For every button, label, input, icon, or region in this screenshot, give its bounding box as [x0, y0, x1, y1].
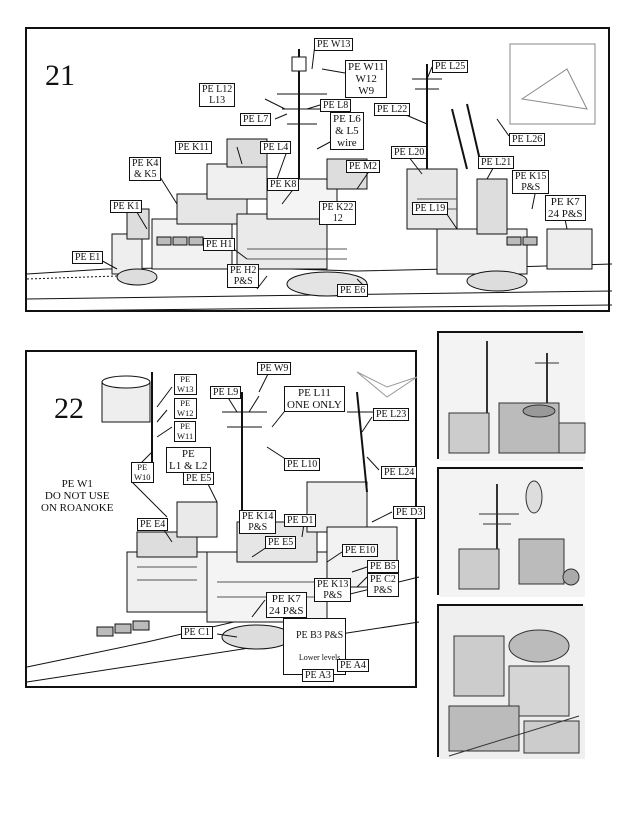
callout-pe-e1: PE E1 [72, 251, 104, 264]
step-number: 22 [54, 392, 84, 425]
callout-pe-l6: PE L6 & L5 wire [330, 112, 364, 150]
callout-pe-l19: PE L19 [412, 202, 449, 215]
callout-pe-k15: PE K15 P&S [512, 170, 550, 194]
photo-2-image [439, 469, 585, 597]
callout-pe-k4: PE K4 & K5 [129, 157, 162, 181]
callout-pe-l24: PE L24 [381, 466, 418, 479]
callout-pe-l10: PE L10 [284, 458, 321, 471]
step-22-ship-drawing [26, 369, 420, 683]
reference-photo-2 [437, 467, 585, 597]
step-number: 21 [45, 59, 75, 92]
callout-pe-l12: PE L12 L13 [199, 83, 236, 107]
callout-pe-k7: PE K7 24 P&S [545, 195, 586, 221]
callout-pe-m2: PE M2 [346, 160, 381, 173]
callout-pe-e5-upper: PE E5 [183, 472, 215, 485]
callout-pe-l8: PE L8 [320, 99, 352, 112]
callout-pe-l7: PE L7 [240, 113, 272, 126]
callout-pe-c2: PE C2 P&S [367, 573, 399, 597]
callout-pe-w1: PE W1 DO NOT USE ON ROANOKE [41, 478, 114, 514]
reference-photo-1 [437, 331, 586, 461]
photo-3-image [439, 606, 585, 759]
callout-pe-k14: PE K14 P&S [239, 510, 277, 534]
callout-pe-l11: PE L11 ONE ONLY [284, 386, 345, 412]
callout-pe-h1: PE H1 [203, 238, 236, 251]
callout-pe-k13: PE K13 P&S [314, 578, 352, 602]
callout-pe-k1: PE K1 [110, 200, 143, 213]
callout-pe-l25: PE L25 [432, 60, 469, 73]
photo-1-image [439, 333, 586, 461]
callout-pe-d3: PE D3 [393, 506, 426, 519]
callout-pe-w11: PE W11 W12 W9 [345, 60, 388, 98]
callout-pe-k7: PE K7 24 P&S [266, 592, 307, 618]
callout-pe-w13: PE W13 [174, 374, 197, 395]
callout-pe-k8: PE K8 [267, 178, 300, 191]
callout-pe-e6: PE E6 [337, 284, 369, 297]
callout-pe-l1-l2: PE L1 & L2 [166, 447, 211, 473]
callout-pe-w11: PE W11 [174, 421, 197, 442]
callout-pe-w12: PE W12 [174, 398, 197, 419]
callout-pe-k11: PE K11 [175, 141, 213, 154]
callout-pe-w9: PE W9 [257, 362, 292, 375]
callout-pe-e4: PE E4 [137, 518, 169, 531]
callout-pe-e10: PE E10 [342, 544, 379, 557]
callout-pe-l23: PE L23 [373, 408, 410, 421]
callout-pe-d1: PE D1 [284, 514, 317, 527]
callout-pe-l4: PE L4 [260, 141, 292, 154]
callout-pe-l22: PE L22 [374, 103, 411, 116]
callout-pe-b5: PE B5 [367, 560, 399, 573]
callout-pe-b3-note: Lower levels [298, 653, 341, 662]
callout-pe-l26: PE L26 [509, 133, 546, 146]
callout-pe-w10: PE W10 [131, 462, 154, 483]
callout-pe-l9: PE L9 [210, 386, 242, 399]
callout-pe-b3: PE B3 P&S Lower levels [283, 618, 347, 675]
callout-pe-k22: PE K22 12 [319, 201, 357, 225]
step-21-panel: 21 PE W13 PE W11 W12 W9 PE L25 PE L12 L1… [25, 27, 613, 312]
callout-pe-e5-lower: PE E5 [265, 536, 297, 549]
callout-pe-a3: PE A3 [302, 669, 334, 682]
reference-photo-3 [437, 604, 585, 759]
callout-pe-l20: PE L20 [391, 146, 428, 159]
callout-pe-a4: PE A4 [337, 659, 369, 672]
callout-pe-l21: PE L21 [478, 156, 515, 169]
step-22-panel: 22 PE W9 PE W13 PE L9 PE L11 ONE ONLY PE… [25, 350, 426, 688]
callout-pe-w13: PE W13 [314, 38, 354, 51]
callout-pe-c1: PE C1 [181, 626, 213, 639]
callout-pe-h2: PE H2 P&S [227, 264, 260, 288]
callout-pe-b3-title: PE B3 P&S [296, 630, 344, 641]
